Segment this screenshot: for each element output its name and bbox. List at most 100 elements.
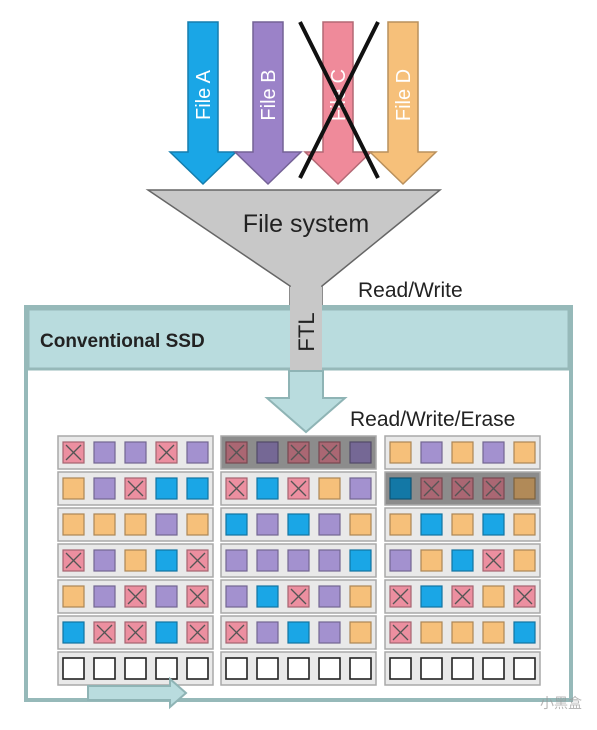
valid-page	[225, 585, 248, 608]
valid-page	[318, 513, 341, 536]
invalid-mark	[423, 480, 440, 497]
valid-page	[389, 477, 412, 500]
valid-page	[513, 621, 536, 644]
valid-page	[349, 513, 372, 536]
flash-block	[220, 651, 377, 686]
invalid-mark	[516, 588, 533, 605]
file-system-label: File system	[243, 210, 369, 238]
valid-page	[62, 621, 85, 644]
valid-page	[389, 441, 412, 464]
valid-page	[225, 549, 248, 572]
invalid-mark	[127, 588, 144, 605]
empty-page	[62, 657, 85, 680]
file-arrow: File C	[298, 21, 380, 186]
empty-page	[155, 657, 178, 680]
invalid-mark	[158, 444, 175, 461]
valid-page	[256, 441, 279, 464]
invalid-mark	[392, 588, 409, 605]
valid-page	[225, 513, 248, 536]
valid-page	[62, 585, 85, 608]
empty-page	[186, 657, 209, 680]
empty-page	[287, 657, 310, 680]
invalid-mark	[290, 588, 307, 605]
empty-page	[124, 657, 147, 680]
ssd-title: Conventional SSD	[40, 331, 205, 352]
empty-page	[513, 657, 536, 680]
valid-page	[256, 585, 279, 608]
flash-block	[220, 471, 377, 506]
valid-page	[451, 621, 474, 644]
invalid-mark	[96, 624, 113, 641]
ftl-label: FTL	[294, 312, 319, 351]
valid-page	[186, 477, 209, 500]
empty-page	[318, 657, 341, 680]
flash-block	[384, 651, 541, 686]
valid-page	[256, 513, 279, 536]
valid-page	[124, 513, 147, 536]
file-arrow-shape	[368, 21, 438, 186]
valid-page	[155, 477, 178, 500]
valid-page	[287, 513, 310, 536]
valid-page	[287, 549, 310, 572]
valid-page	[389, 549, 412, 572]
invalid-mark	[290, 444, 307, 461]
invalid-mark	[189, 552, 206, 569]
invalid-mark	[228, 480, 245, 497]
flash-block	[384, 543, 541, 578]
flash-block-active	[384, 471, 541, 506]
file-arrow: File A	[168, 21, 238, 186]
flash-block	[57, 435, 214, 470]
flash-block	[220, 615, 377, 650]
flash-block	[57, 651, 214, 686]
valid-page	[93, 513, 116, 536]
flash-block	[220, 507, 377, 542]
empty-page	[256, 657, 279, 680]
read-write-erase-label: Read/Write/Erase	[350, 408, 515, 431]
delete-cross-line	[298, 21, 380, 179]
file-arrow-label: File D	[393, 69, 415, 121]
invalid-mark	[228, 444, 245, 461]
valid-page	[451, 549, 474, 572]
file-arrow-label: File B	[258, 69, 280, 120]
flash-block	[384, 435, 541, 470]
flash-block	[384, 507, 541, 542]
valid-page	[155, 549, 178, 572]
flash-block	[57, 579, 214, 614]
valid-page	[389, 513, 412, 536]
valid-page	[318, 477, 341, 500]
file-arrow-shape	[168, 21, 238, 186]
valid-page	[349, 477, 372, 500]
invalid-mark	[485, 552, 502, 569]
valid-page	[93, 477, 116, 500]
flash-block	[384, 615, 541, 650]
valid-page	[349, 549, 372, 572]
valid-page	[482, 441, 505, 464]
valid-page	[186, 441, 209, 464]
valid-page	[62, 477, 85, 500]
invalid-mark	[65, 444, 82, 461]
valid-page	[451, 513, 474, 536]
invalid-mark	[127, 624, 144, 641]
valid-page	[93, 549, 116, 572]
valid-page	[420, 513, 443, 536]
empty-page	[482, 657, 505, 680]
valid-page	[256, 549, 279, 572]
invalid-mark	[189, 624, 206, 641]
file-arrow-shape	[233, 21, 303, 186]
empty-page	[349, 657, 372, 680]
invalid-mark	[290, 480, 307, 497]
flash-block	[57, 543, 214, 578]
valid-page	[287, 621, 310, 644]
valid-page	[256, 477, 279, 500]
flash-block	[220, 579, 377, 614]
invalid-mark	[454, 480, 471, 497]
invalid-mark	[454, 588, 471, 605]
ftl-layer	[290, 287, 322, 371]
invalid-mark	[392, 624, 409, 641]
valid-page	[420, 621, 443, 644]
valid-page	[318, 585, 341, 608]
valid-page	[186, 513, 209, 536]
valid-page	[318, 549, 341, 572]
flash-block	[57, 615, 214, 650]
